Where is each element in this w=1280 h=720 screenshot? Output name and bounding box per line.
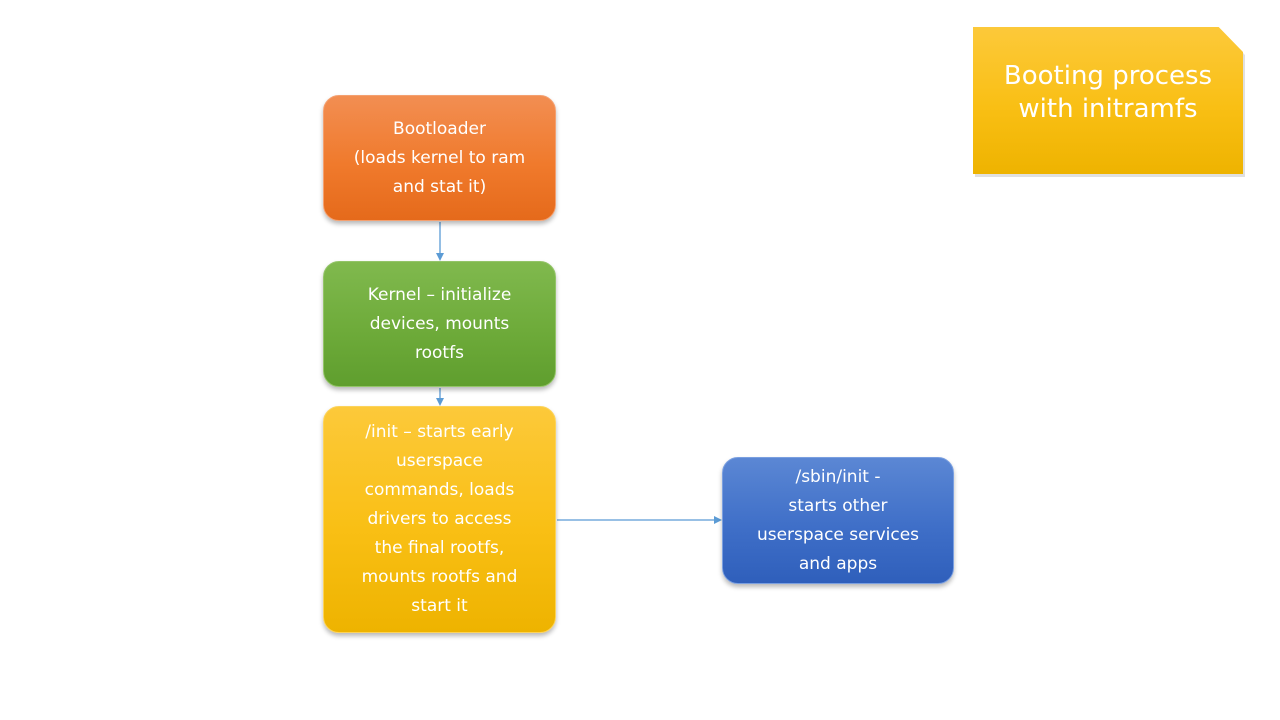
- node-init: /init – starts early userspace commands,…: [323, 406, 556, 633]
- node-bootloader: Bootloader (loads kernel to ram and stat…: [323, 95, 556, 221]
- node-sbin-init: /sbin/init - starts other userspace serv…: [722, 457, 954, 584]
- node-kernel-label: Kernel – initialize devices, mounts root…: [367, 284, 512, 363]
- node-bootloader-label: Bootloader (loads kernel to ram and stat…: [353, 118, 526, 197]
- node-init-label: /init – starts early userspace commands,…: [361, 422, 518, 616]
- node-kernel: Kernel – initialize devices, mounts root…: [323, 261, 556, 387]
- node-sbin-init-label: /sbin/init - starts other userspace serv…: [756, 466, 920, 574]
- diagram-title: Booting process with initramfs: [1003, 60, 1213, 124]
- title-note: Booting process with initramfs: [973, 27, 1243, 174]
